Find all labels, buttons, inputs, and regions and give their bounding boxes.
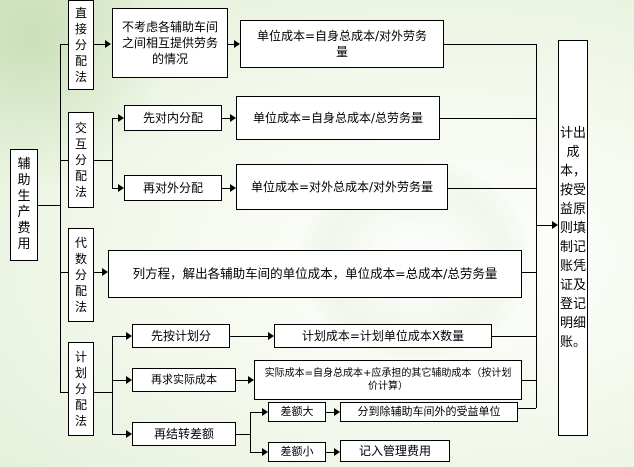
connector [236,380,250,381]
method-planned: 计划分配法 [68,342,94,436]
step-plan-allocate-label: 先按计划分 [150,329,211,343]
variance-large-label: 差额大 [280,405,314,418]
connector [230,336,270,337]
step-actual-cost: 再求实际成本 [132,368,236,392]
arrow [262,448,268,456]
external-formula-text: 单位成本=对外总成本/对外劳务量 [250,180,434,194]
arrow [118,184,124,192]
connector [112,434,128,435]
connector [60,160,68,161]
method-algebraic-label: 代数分配法 [74,236,87,314]
actual-cost-formula: 实际成本=自身总成本+应承担的其它辅助成本（按计划价计算） [254,360,522,400]
actual-cost-formula-text: 实际成本=自身总成本+应承担的其它辅助成本（按计划价计算） [264,368,512,392]
connector [236,434,250,435]
connector [250,412,264,413]
arrow [102,268,108,276]
method-reciprocal-label: 交互分配法 [74,121,87,199]
step-internal: 先对内分配 [124,105,222,131]
plan-formula-text: 计划成本=计划单位成本X数量 [301,329,465,343]
connector [222,118,232,119]
algebraic-formula: 列方程，解出各辅助车间的单位成本，单位成本=总成本/总劳务量 [108,250,522,298]
step-internal-label: 先对内分配 [142,111,203,125]
root-label: 辅助生产费用 [17,157,31,252]
connector [522,272,536,273]
connector [94,160,112,161]
step-plan-allocate: 先按计划分 [132,324,230,348]
connector [250,452,264,453]
direct-formula: 单位成本=自身总成本/对外劳务量 [240,20,444,68]
connector [112,380,128,381]
arrow [230,184,236,192]
method-planned-label: 计划分配法 [74,350,87,428]
arrow [230,114,236,122]
connector [222,188,232,189]
root-node: 辅助生产费用 [10,149,38,261]
connector [60,44,68,45]
connector [536,225,554,226]
connector [112,118,113,188]
arrow [105,40,111,48]
variance-small-result: 记入管理费用 [340,440,450,462]
connector [112,336,128,337]
arrow [552,221,558,229]
arrow [126,430,132,438]
variance-large: 差额大 [268,402,326,422]
variance-large-result: 分到除辅助车间外的受益单位 [340,402,518,422]
variance-small-result-text: 记入管理费用 [358,444,431,458]
connector [94,392,112,393]
step-external-label: 再对外分配 [142,181,203,195]
variance-large-result-text: 分到除辅助车间外的受益单位 [357,405,501,418]
connector [228,44,236,45]
step-variance-label: 再结转差额 [153,427,214,441]
connector [250,412,251,452]
step-actual-cost-label: 再求实际成本 [151,373,217,386]
arrow [262,408,268,416]
arrow [334,408,340,416]
method-algebraic: 代数分配法 [68,228,94,322]
method-direct: 直接分配法 [68,0,94,90]
step-variance: 再结转差额 [132,422,236,446]
connector [440,118,536,119]
connector [326,452,336,453]
connector [112,118,120,119]
method-reciprocal: 交互分配法 [68,112,94,208]
connector [448,188,536,189]
result-node: 计出成本，按受益原则填制记账凭证及登记明细账。 [558,40,588,436]
arrow [248,376,254,384]
connector [518,408,536,409]
connector [112,188,120,189]
plan-formula: 计划成本=计划单位成本X数量 [274,324,492,348]
connector [60,272,68,273]
variance-small-label: 差额小 [280,445,314,458]
algebraic-formula-text: 列方程，解出各辅助车间的单位成本，单位成本=总成本/总劳务量 [132,266,498,281]
internal-formula-text: 单位成本=自身总成本/总劳务量 [252,111,424,125]
internal-formula: 单位成本=自身总成本/总劳务量 [236,96,440,140]
result-text: 计出成本，按受益原则填制记账凭证及登记明细账。 [560,126,587,350]
arrow [118,114,124,122]
direct-condition-text: 不考虑各辅助车间之间相互提供劳务的情况 [121,20,218,66]
variance-small: 差额小 [268,442,326,462]
arrow [126,376,132,384]
connector [444,44,536,45]
step-external: 再对外分配 [124,175,222,201]
direct-formula-text: 单位成本=自身总成本/对外劳务量 [256,29,428,59]
direct-condition: 不考虑各辅助车间之间相互提供劳务的情况 [112,8,228,78]
connector [94,44,106,45]
method-direct-label: 直接分配法 [74,6,87,84]
connector [536,44,537,408]
arrow [334,448,340,456]
connector [492,336,536,337]
connector [112,336,113,434]
external-formula: 单位成本=对外总成本/对外劳务量 [236,164,448,210]
connector [94,272,104,273]
connector [522,380,536,381]
connector [60,392,68,393]
connector [60,44,61,392]
connector [38,205,60,206]
arrow [126,332,132,340]
connector [326,412,336,413]
arrow [268,332,274,340]
arrow [234,40,240,48]
